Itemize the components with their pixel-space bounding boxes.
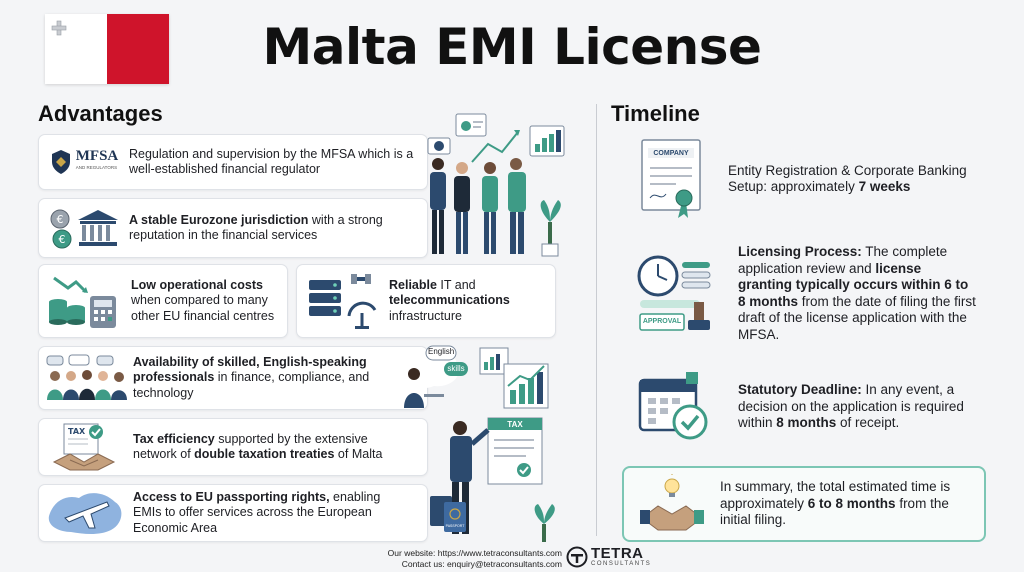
advantage-card-tax: TAX Tax efficiency supported by the exte… [38, 418, 428, 476]
advantage-2-text: with a strong reputation in the financia… [129, 212, 383, 243]
company-certificate-icon: COMPANY [636, 136, 728, 222]
clock-approval-icon: APPROVAL [636, 250, 738, 338]
advantage-4-bold: Reliable [389, 277, 437, 292]
footer-website[interactable]: Our website: https://www.tetraconsultant… [387, 548, 562, 558]
tetra-logo: TETRA CONSULTANTS [566, 546, 651, 568]
timeline-2-bold-2: license granting typically occurs within… [738, 260, 969, 309]
advantage-5-text: in finance, compliance, and technology [133, 370, 370, 400]
tetra-brand-sub: CONSULTANTS [591, 561, 652, 567]
coins-calculator-icon [39, 264, 131, 338]
footer-contact: Our website: https://www.tetraconsultant… [340, 548, 562, 570]
mfsa-logo: MFSA AND REGULATORS [39, 134, 129, 190]
tetra-logo-icon [566, 546, 588, 568]
advantage-card-it: Reliable IT and telecommunications infra… [296, 264, 556, 338]
timeline-item-deadline: Statutory Deadline: In any event, a deci… [636, 370, 983, 444]
malta-flag [45, 14, 169, 84]
advantage-3-text: when compared to many other EU financial… [131, 293, 275, 323]
passport-label: PASSPORT [445, 524, 465, 528]
timeline-3-text-2: of receipt. [836, 415, 900, 431]
summary-text: In summary, the total estimated time is … [720, 479, 980, 529]
advantage-2-bold: A stable Eurozone jurisdiction [129, 212, 309, 227]
advantage-text-4: Reliable IT and telecommunications infra… [389, 278, 549, 325]
timeline-1-text: Entity Registration & Corporate Banking … [728, 162, 967, 195]
george-cross-icon [51, 20, 67, 36]
mfsa-logo-subtext: AND REGULATORS [75, 165, 118, 170]
summary-text-post: from the initial filing. [720, 495, 949, 528]
eu-map-plane-icon [39, 484, 133, 542]
summary-text-bold: 6 to 8 months [807, 495, 896, 511]
euro-bank-icon: € € [39, 198, 129, 258]
advantage-card-passporting: Access to EU passporting rights, enablin… [38, 484, 428, 542]
advantage-6-text-2: of Malta [334, 447, 383, 461]
advantage-3-bold: Low operational costs [131, 277, 263, 292]
advantage-4-text: IT and [436, 277, 476, 292]
company-label: COMPANY [653, 150, 689, 157]
summary-box: In summary, the total estimated time is … [622, 466, 986, 542]
advantage-6-bold: Tax efficiency [133, 431, 215, 446]
shield-icon [51, 150, 70, 174]
advantage-4-text-2: infrastructure [389, 308, 462, 323]
speech-bubble-skills: skills [447, 364, 465, 373]
advantage-card-professionals: Availability of skilled, English-speakin… [38, 346, 428, 410]
timeline-text-2: Licensing Process: The complete applicat… [738, 244, 978, 343]
handshake-lightbulb-icon [624, 468, 720, 540]
mfsa-logo-text: MFSA [75, 148, 119, 164]
timeline-text-1: Entity Registration & Corporate Banking … [728, 163, 978, 196]
advantage-7-text: enabling EMIs to offer services across t… [133, 489, 381, 535]
timeline-heading: Timeline [611, 101, 700, 126]
calendar-check-icon [636, 370, 738, 444]
timeline-3-text: In any event, a decision on the applicat… [738, 382, 964, 431]
advantage-4-bold-2: telecommunications [389, 293, 510, 308]
advantage-6-text: supported by the extensive network of [133, 431, 368, 462]
section-divider [596, 104, 597, 536]
professionals-group-icon [39, 346, 133, 410]
server-satellite-icon [297, 264, 389, 338]
svg-text:€: € [57, 213, 64, 226]
advantages-heading: Advantages [38, 101, 163, 126]
tax-document-label: TAX [507, 420, 523, 429]
advantage-card-eurozone: € € A stable Eurozone jurisdiction with … [38, 198, 428, 258]
advantage-text-3: Low operational costs when compared to m… [131, 278, 283, 325]
tax-handshake-icon: TAX [39, 418, 133, 476]
summary-text-pre: In summary, the total estimated time is … [720, 479, 951, 511]
advantage-text-1: Regulation and supervision by the MFSA w… [129, 147, 419, 178]
timeline-2-text: The complete application review and [738, 244, 948, 276]
timeline-3-bold-2: 8 months [776, 415, 837, 431]
advantage-5-bold: Availability of skilled, English-speakin… [133, 354, 367, 385]
advantage-text-7: Access to EU passporting rights, enablin… [133, 490, 408, 537]
speech-bubble-english: English [428, 347, 455, 356]
consultant-illustration: English skills [400, 344, 570, 414]
advantage-6-bold-2: double taxation treaties [194, 447, 335, 461]
tax-label: TAX [68, 427, 86, 436]
advantage-1-text: Regulation and supervision by the MFSA w… [129, 146, 414, 177]
timeline-text-3: Statutory Deadline: In any event, a deci… [738, 382, 983, 432]
advantage-card-costs: Low operational costs when compared to m… [38, 264, 288, 338]
approval-label: APPROVAL [642, 317, 682, 325]
advantage-card-mfsa: MFSA AND REGULATORS Regulation and super… [38, 134, 428, 190]
svg-text:€: € [59, 233, 66, 246]
tetra-brand: TETRA [591, 545, 644, 562]
advantage-7-bold: Access to EU passporting rights, [133, 489, 330, 504]
timeline-3-bold: Statutory Deadline: [738, 382, 862, 398]
advantage-text-5: Availability of skilled, English-speakin… [133, 355, 413, 402]
flag-red-half [107, 14, 169, 84]
timeline-1-bold: 7 weeks [858, 179, 911, 194]
flag-white-half [45, 14, 107, 84]
page-title: Malta EMI License [262, 18, 762, 76]
business-team-illustration [427, 113, 565, 257]
timeline-item-licensing: APPROVAL Licensing Process: The complete… [636, 244, 978, 343]
tax-passport-illustration: TAX PASSPORT [430, 412, 580, 544]
timeline-2-bold: Licensing Process: [738, 244, 862, 259]
timeline-2-text-2: from the date of filing the first draft … [738, 293, 976, 342]
footer-email[interactable]: Contact us: enquiry@tetraconsultants.com [401, 559, 562, 569]
advantage-text-2: A stable Eurozone jurisdiction with a st… [129, 213, 419, 244]
advantage-text-6: Tax efficiency supported by the extensiv… [133, 432, 403, 463]
timeline-item-registration: COMPANY Entity Registration & Corporate … [636, 136, 978, 222]
